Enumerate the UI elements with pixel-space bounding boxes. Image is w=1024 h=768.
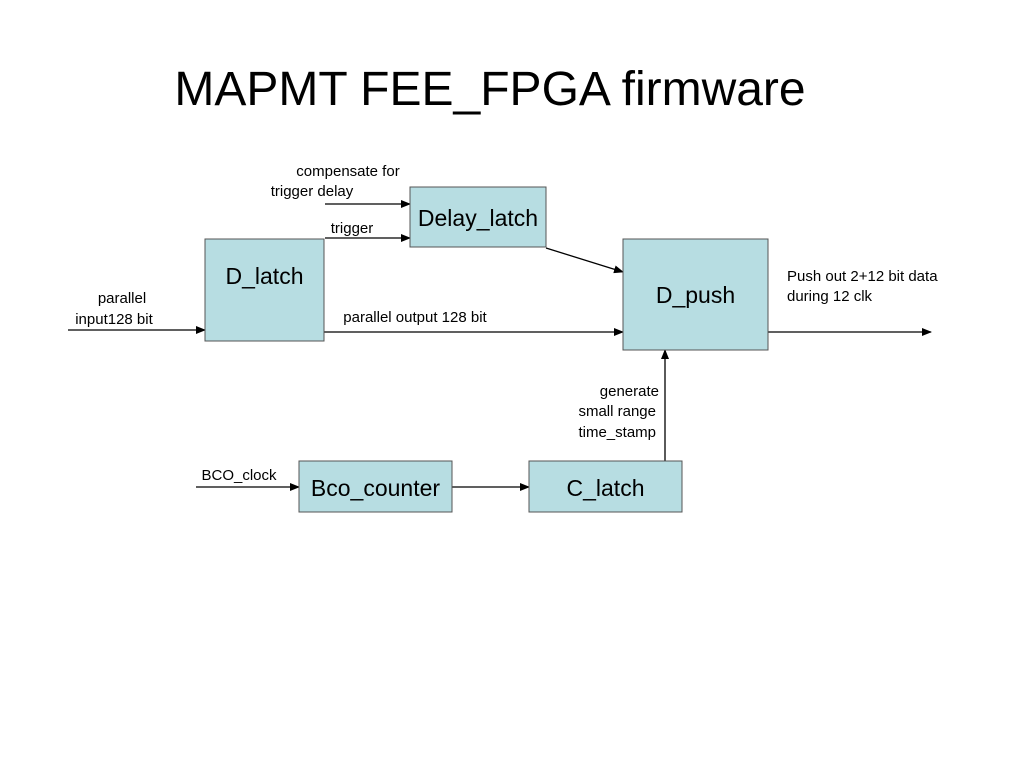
generate-label-line3: time_stamp [578, 424, 656, 441]
delay-latch-block: Delay_latch [409, 186, 547, 248]
bco-counter-label: Bco_counter [311, 475, 440, 501]
delay-to-push-arrow [545, 247, 624, 274]
d-latch-label: D_latch [226, 263, 304, 289]
bco-clock-label: BCO_clock [201, 467, 277, 484]
c-latch-block: C_latch [528, 460, 683, 513]
compensate-label-line1: compensate for [296, 163, 399, 180]
generate-label-line1: generate [600, 383, 659, 400]
delay-latch-label: Delay_latch [418, 205, 538, 231]
generate-label-line2: small range [578, 403, 656, 420]
d-push-block: D_push [622, 238, 769, 351]
c-latch-label: C_latch [567, 475, 645, 501]
trigger-label: trigger [331, 220, 374, 237]
push-out-label-line1: Push out 2+12 bit data [787, 268, 938, 285]
push-out-label-line2: during 12 clk [787, 288, 873, 305]
slide-title: MAPMT FEE_FPGA firmware [174, 63, 805, 116]
compensate-label-line2: trigger delay [271, 183, 354, 200]
input-label-line1: parallel [98, 290, 146, 307]
bco-counter-block: Bco_counter [298, 460, 453, 513]
d-latch-block: D_latch [204, 238, 325, 342]
input-label-line2: input128 bit [75, 311, 153, 328]
d-push-label: D_push [656, 282, 735, 308]
parallel-output-label: parallel output 128 bit [343, 309, 487, 326]
